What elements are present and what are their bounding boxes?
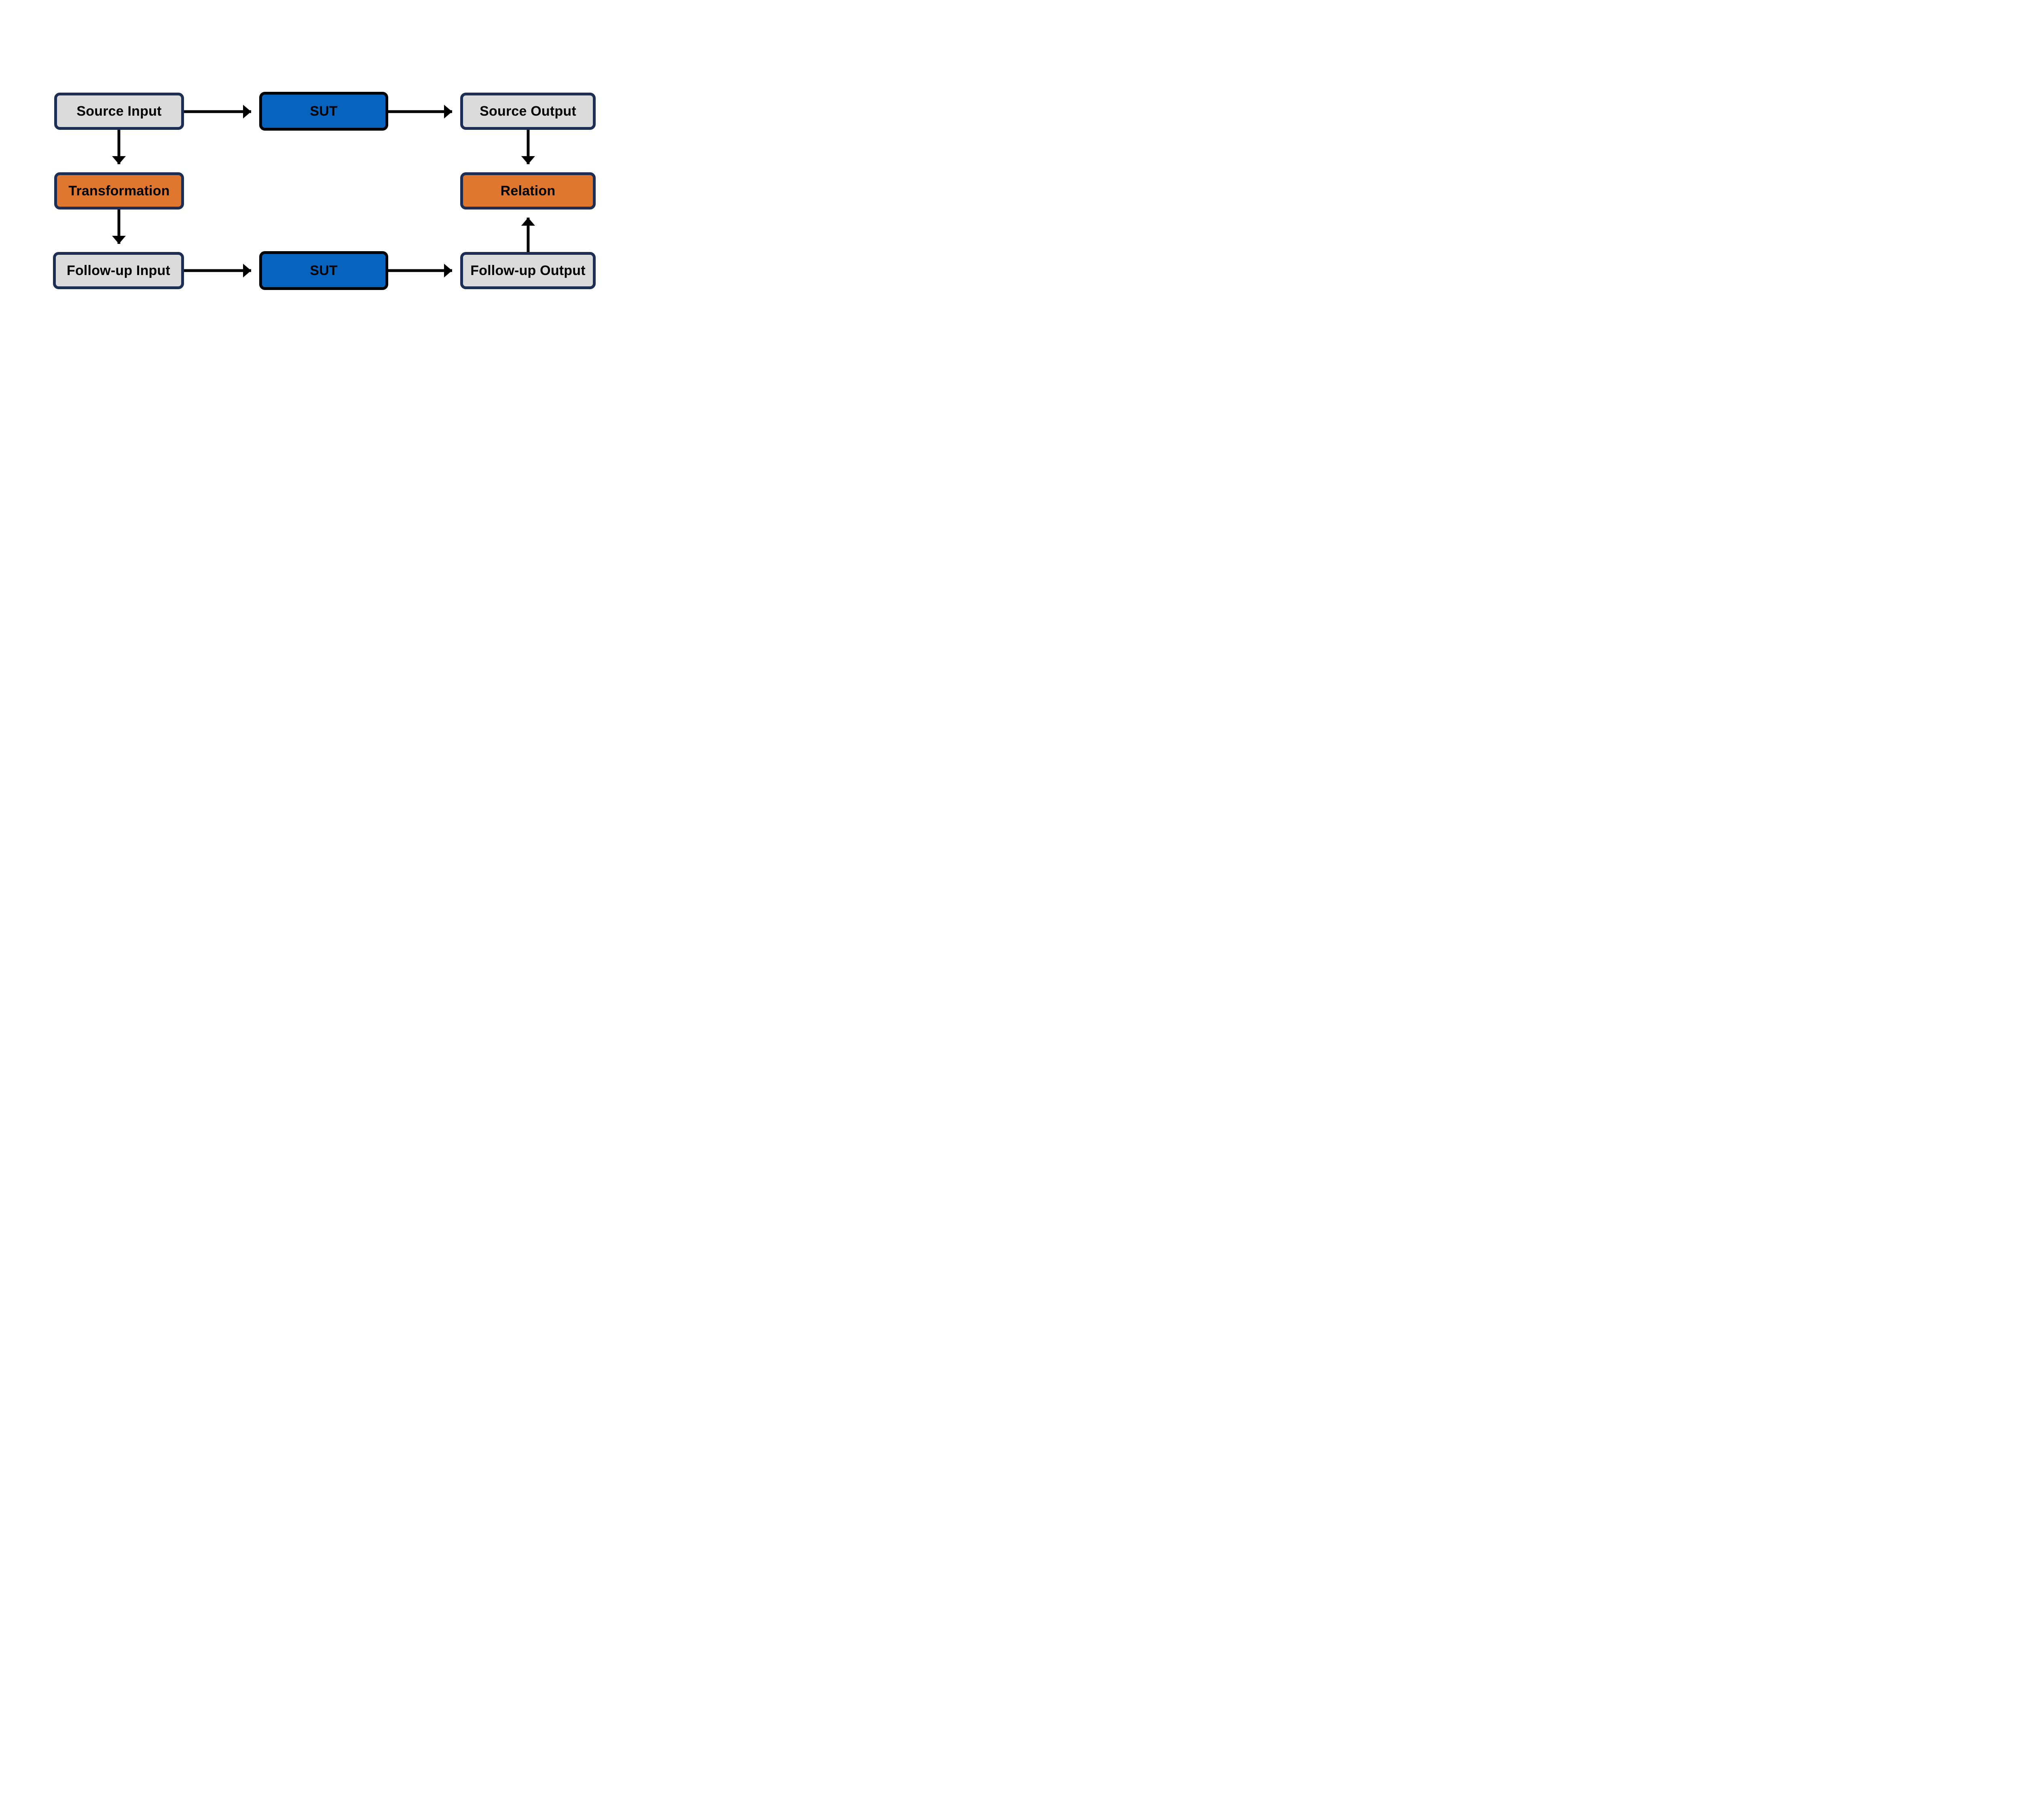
node-relation-label: Relation [500, 183, 556, 199]
diagram-canvas: Source Input SUT Source Output Transform… [0, 0, 647, 364]
node-transformation-label: Transformation [68, 183, 170, 199]
node-sut-source: SUT [259, 92, 388, 131]
node-sut-source-label: SUT [310, 104, 338, 119]
node-relation: Relation [460, 172, 596, 210]
node-source-output-label: Source Output [480, 104, 576, 119]
node-source-input: Source Input [54, 93, 184, 130]
node-follow-up-input-label: Follow-up Input [66, 263, 171, 278]
node-source-input-label: Source Input [76, 104, 162, 119]
node-follow-up-output-label: Follow-up Output [470, 263, 586, 278]
node-follow-up-input: Follow-up Input [53, 252, 184, 289]
node-transformation: Transformation [54, 172, 184, 210]
node-source-output: Source Output [460, 93, 596, 130]
node-follow-up-output: Follow-up Output [460, 252, 596, 289]
node-sut-followup-label: SUT [310, 263, 338, 278]
node-sut-followup: SUT [259, 251, 388, 290]
arrow-layer [112, 105, 535, 277]
